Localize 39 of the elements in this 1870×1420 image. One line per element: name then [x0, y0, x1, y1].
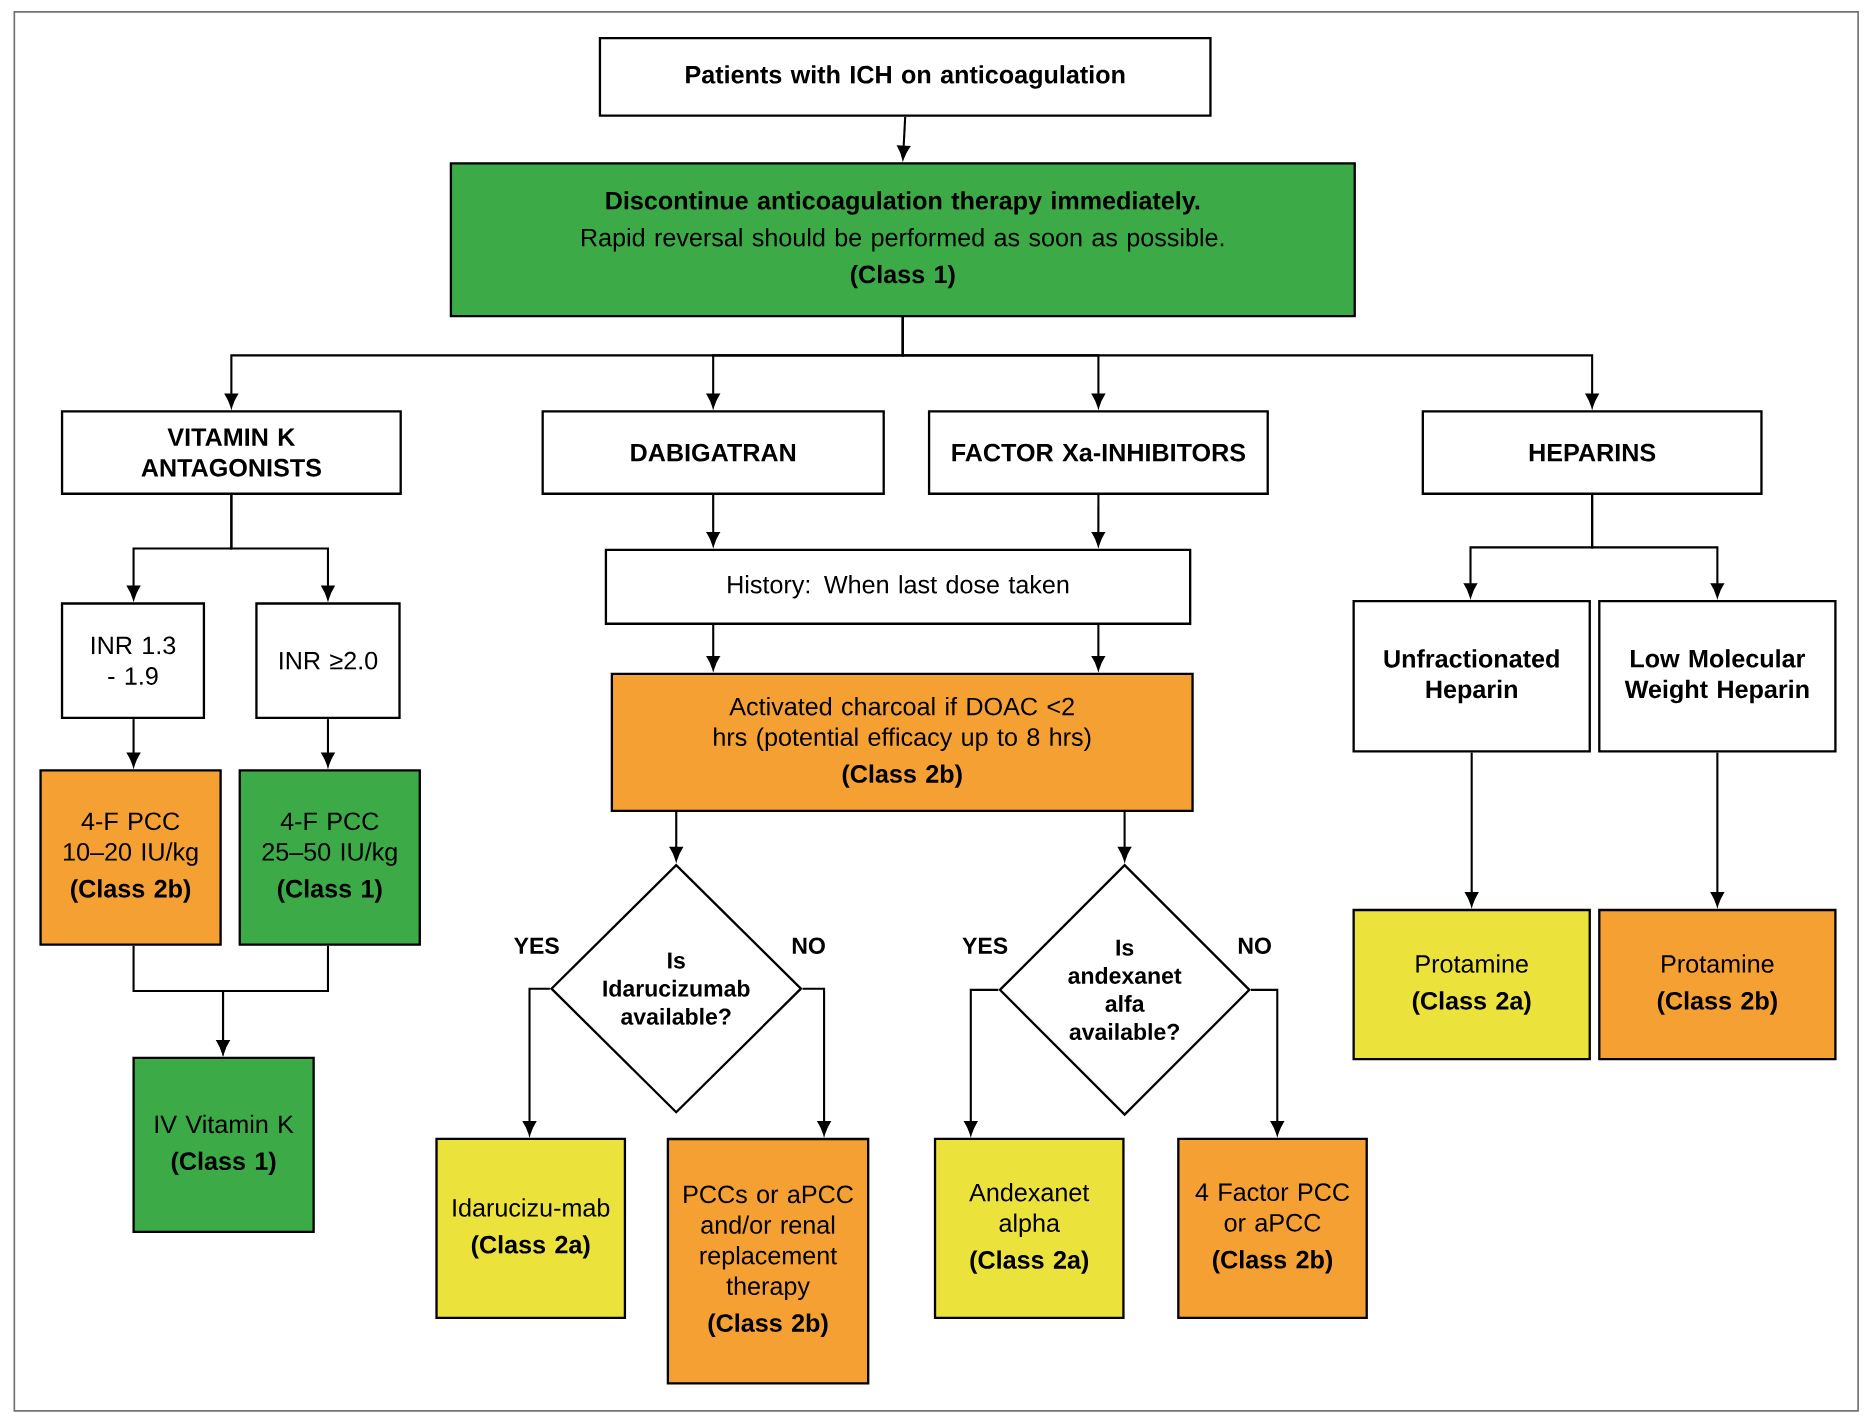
drug-class-box: DABIGATRAN: [541, 410, 885, 495]
arrow: [230, 494, 335, 600]
arrow: [802, 987, 831, 1135]
arrow: [669, 811, 683, 861]
treatment-box: Activated charcoal if DOAC <2 hrs (potential efficacy up to 8 hrs) (Class 2b): [610, 672, 1194, 812]
arrow: [1091, 624, 1105, 670]
treatment-box: Andexanet alpha (Class 2a): [933, 1137, 1125, 1319]
drug-class-box: FACTOR Xa-INHIBITORS: [927, 410, 1269, 495]
arrow: [1591, 494, 1724, 598]
action-box: Discontinue anticoagulation therapy immediately. Rapid reversal should be performed as soon as possible. (Class 1): [449, 162, 1356, 317]
arrow: [1465, 752, 1479, 906]
arrow: [901, 317, 1599, 408]
treatment-box: IV Vitamin K (Class 1): [132, 1056, 315, 1233]
arrow: [1091, 494, 1105, 546]
arrow: [127, 718, 140, 767]
treatment-box: 4-F PCC 10–20 IU/kg (Class 2b): [39, 769, 222, 946]
start-box: Patients with ICH on anticoagulation: [598, 36, 1212, 117]
treatment-box: 4 Factor PCC or aPCC (Class 2b): [1177, 1137, 1368, 1319]
arrow: [1251, 988, 1284, 1135]
process-box: History: When last dose taken: [604, 548, 1192, 625]
treatment-box: Protamine (Class 2a): [1352, 908, 1591, 1060]
arrow: [706, 494, 720, 546]
drug-class-box: HEPARINS: [1421, 410, 1763, 495]
arrow: [1118, 811, 1132, 861]
arrow: [321, 718, 335, 767]
treatment-box: Protamine (Class 2b): [1598, 908, 1837, 1060]
arrow: [706, 624, 720, 670]
arrow: [964, 988, 999, 1135]
drug-class-box: Low Molecular Weight Heparin: [1598, 599, 1837, 753]
drug-class-box: VITAMIN K ANTAGONISTS: [60, 410, 402, 495]
treatment-box: Idarucizu-mab (Class 2a): [435, 1137, 627, 1319]
treatment-box: PCCs or aPCC and/or renal replacement therapy (Class 2b): [666, 1137, 870, 1385]
condition-box: INR ≥2.0: [255, 602, 401, 719]
arrow: [1710, 752, 1724, 906]
condition-box: INR 1.3 - 1.9: [60, 602, 206, 719]
drug-class-box: Unfractionated Heparin: [1352, 599, 1591, 753]
arrow: [216, 945, 330, 1054]
arrow: [897, 116, 911, 160]
treatment-box: 4-F PCC 25–50 IU/kg (Class 1): [238, 769, 421, 946]
